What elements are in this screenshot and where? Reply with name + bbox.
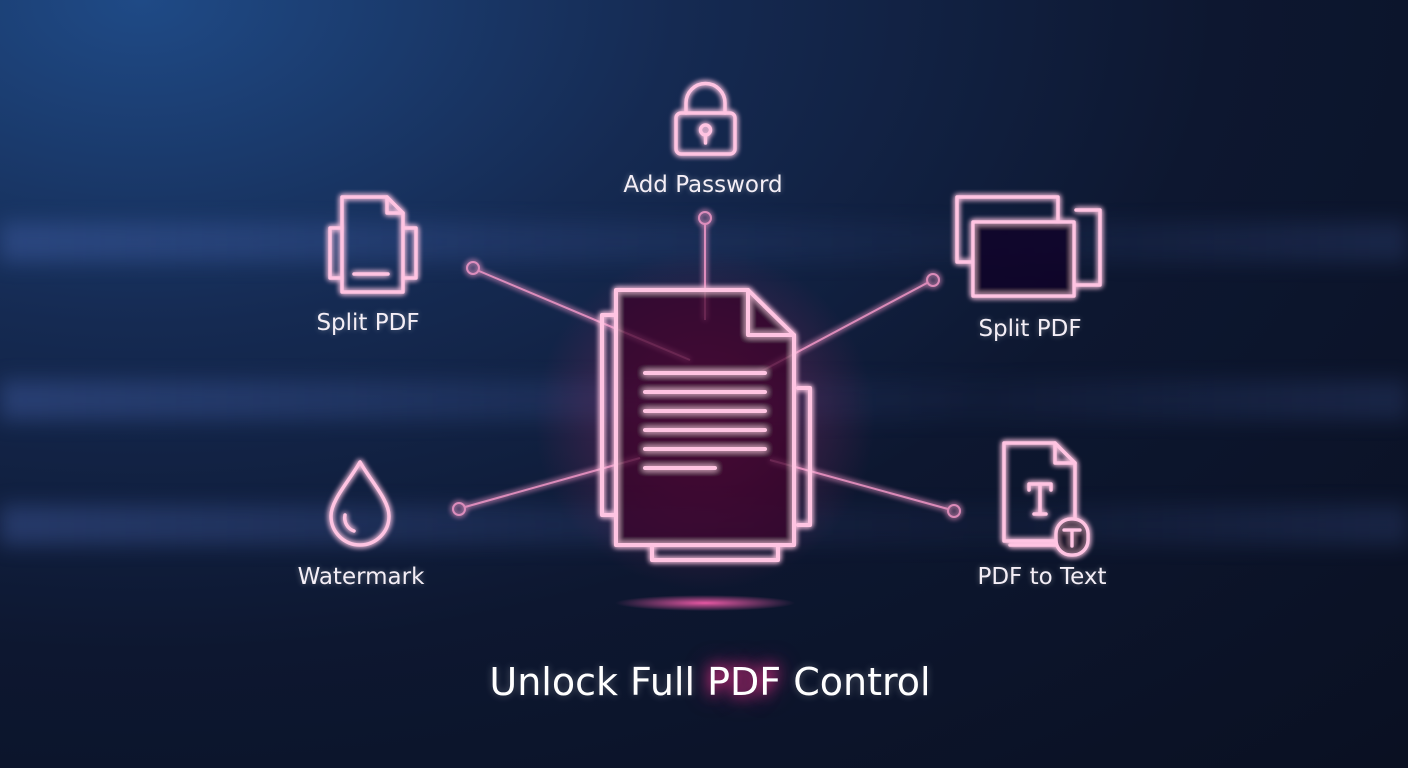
split-document-icon — [328, 195, 418, 294]
feature-label-split-pdf-left: Split PDF — [316, 310, 420, 336]
feature-label-pdf-to-text: PDF to Text — [977, 564, 1107, 590]
connector-node — [947, 504, 961, 518]
headline-highlight: PDF — [707, 660, 782, 704]
document-stack-icon — [600, 288, 812, 562]
connector-node — [698, 211, 712, 225]
headline-suffix: Control — [781, 660, 931, 704]
feature-label-add-password: Add Password — [623, 172, 783, 198]
connector-node — [926, 273, 940, 287]
droplet-icon — [329, 460, 391, 547]
connector-line — [464, 457, 641, 508]
feature-label-split-pdf-right: Split PDF — [978, 316, 1082, 342]
headline: Unlock Full PDF Control — [489, 660, 930, 704]
lock-icon — [674, 81, 737, 156]
pdf-text-icon — [1002, 441, 1090, 557]
floor-glow — [615, 595, 795, 611]
split-pages-icon — [955, 195, 1102, 298]
connector-node — [466, 261, 480, 275]
feature-label-watermark: Watermark — [297, 564, 425, 590]
headline-prefix: Unlock Full — [489, 660, 708, 704]
connector-node — [452, 502, 466, 516]
connector-line — [769, 459, 949, 510]
